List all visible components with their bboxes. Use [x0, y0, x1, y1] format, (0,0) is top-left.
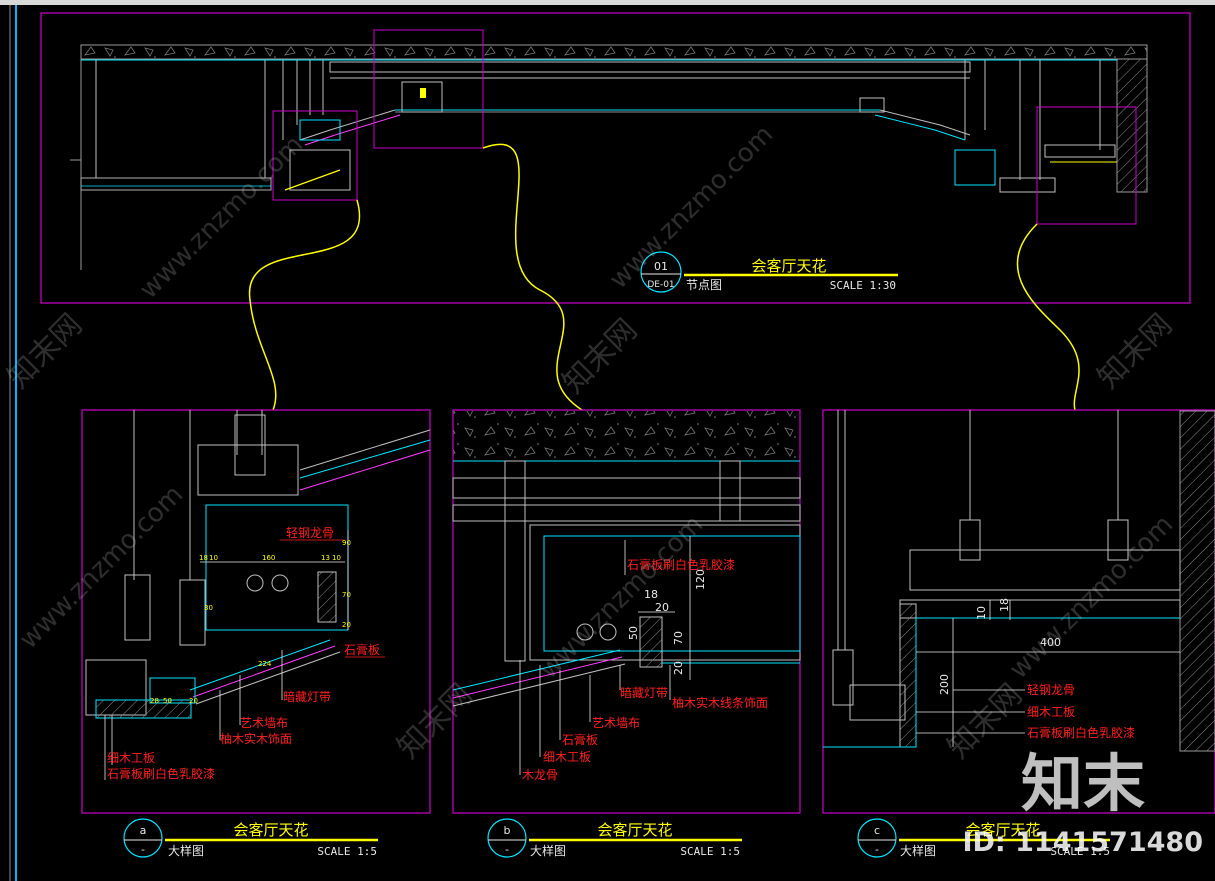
- detail-b-title: 会客厅天花: [597, 821, 672, 839]
- detail-c-circle-letter: c: [874, 824, 880, 837]
- main-scale: SCALE 1:30: [830, 279, 896, 292]
- detail-b-subtitle: 大样图: [530, 843, 566, 858]
- detail-a-label-5: 柚木实木饰面: [220, 731, 292, 746]
- detail-b-label-3: 柚木实木线条饰面: [672, 695, 768, 710]
- detail-b-circle-letter: b: [504, 824, 511, 837]
- detail-b-labels: 石膏板刷白色乳胶漆 暗藏灯带 柚木实木线条饰面 艺术墙布 石膏板 细木工板 木龙…: [522, 557, 768, 782]
- central-ceiling-channel: [329, 61, 971, 73]
- main-title: 会客厅天花: [751, 257, 826, 275]
- detail-b-label-5: 石膏板: [562, 732, 598, 747]
- detail-a-drawing: [81, 409, 431, 814]
- main-title-block: 01 DE-01 会客厅天花 节点图 SCALE 1:30: [640, 251, 898, 293]
- detail-a-dim-5: 10: [332, 554, 341, 562]
- detail-b-dim-3: 120: [694, 569, 707, 590]
- main-section-frame: [40, 12, 1191, 304]
- detail-c-title: 会客厅天花: [965, 821, 1040, 839]
- detail-b-label-1: 石膏板刷白色乳胶漆: [627, 557, 735, 572]
- detail-b-dim-4: 50: [627, 626, 640, 640]
- concrete-slab: [80, 44, 1148, 60]
- watermark-id: ID: 1141571480: [962, 827, 1203, 858]
- detail-a-scale: SCALE 1:5: [317, 845, 377, 858]
- detail-a-label-6: 细木工板: [107, 751, 155, 765]
- detail-c-scale: SCALE 1:5: [1050, 845, 1110, 858]
- detail-a-subtitle: 大样图: [168, 843, 204, 858]
- detail-b-dim-6: 20: [672, 661, 685, 675]
- left-flat-ceiling: [80, 177, 272, 191]
- detail-b-scale: SCALE 1:5: [680, 845, 740, 858]
- watermark-repeat-1: www.znzmo.com: [134, 130, 309, 305]
- detail-a-label-1: 轻钢龙骨: [286, 526, 334, 540]
- watermark-repeat-5: www.znzmo.com: [1004, 510, 1179, 685]
- main-subtitle: 节点图: [686, 278, 722, 292]
- watermark-repeat-4: www.znzmo.com: [14, 480, 189, 655]
- detail-b-label-2: 暗藏灯带: [620, 685, 668, 700]
- detail-c-dim-2: 18: [998, 598, 1011, 612]
- watermark-repeat-cn-3: 知末网: [1091, 307, 1179, 395]
- detail-b-dim-5: 70: [672, 631, 685, 645]
- detail-a-label-4: 艺术墙布: [240, 716, 288, 730]
- detail-a-title: 会客厅天花: [233, 821, 308, 839]
- detail-c-label-1: 轻钢龙骨: [1027, 683, 1075, 697]
- detail-a-dim-9: 20: [342, 621, 351, 629]
- detail-c-frame: [822, 409, 1215, 814]
- detail-a-label-7: 石膏板刷白色乳胶漆: [107, 766, 215, 781]
- connector-c: [1016, 223, 1080, 411]
- watermark-repeat-cn-4: 知末网: [391, 677, 479, 765]
- detail-b-dim-1: 18: [644, 588, 658, 601]
- detail-c-dim-4: 200: [938, 674, 951, 695]
- detail-c-subtitle: 大样图: [900, 843, 936, 858]
- detail-a-dim-2: 10: [209, 554, 218, 562]
- main-circle-num: 01: [654, 260, 668, 273]
- detail-c-dim-1: 10: [975, 606, 988, 620]
- detail-b-label-7: 木龙骨: [522, 768, 558, 782]
- detail-a-title-block: a - 会客厅天花 大样图 SCALE 1:5: [123, 818, 378, 858]
- callout-box-c: [1036, 106, 1137, 225]
- detail-b-drawing: [452, 409, 801, 814]
- callout-connectors: [248, 143, 1080, 411]
- connector-a: [248, 199, 361, 411]
- detail-a-dim-3: 160: [262, 554, 275, 562]
- detail-b-label-6: 细木工板: [543, 750, 591, 764]
- detail-a-dim-6: 90: [342, 539, 351, 547]
- main-section-drawing: [40, 12, 1191, 304]
- detail-b-dim-2: 20: [655, 601, 669, 614]
- detail-a-label-3: 暗藏灯带: [283, 689, 331, 704]
- detail-a-dim-13: 224: [258, 660, 272, 668]
- detail-c-label-2: 细木工板: [1027, 705, 1075, 719]
- detail-c-dim-3: 400: [1040, 636, 1061, 649]
- detail-c-labels: 轻钢龙骨 细木工板 石膏板刷白色乳胶漆 10 18 400 200: [938, 598, 1135, 740]
- detail-a-circle-ref: -: [141, 843, 145, 856]
- detail-a-label-2: 石膏板: [344, 642, 380, 657]
- detail-b-title-block: b - 会客厅天花 大样图 SCALE 1:5: [487, 818, 742, 858]
- detail-c-title-block: c - 会客厅天花 大样图 SCALE 1:5: [857, 818, 1110, 858]
- callout-box-b: [373, 29, 484, 149]
- detail-a-labels: 轻钢龙骨 石膏板 暗藏灯带 艺术墙布 柚木实木饰面 细木工板 石膏板刷白色乳胶漆…: [107, 526, 380, 781]
- detail-b-label-4: 艺术墙布: [592, 716, 640, 730]
- detail-a-dim-10: 20: [189, 697, 198, 705]
- watermark-repeat-cn-2: 知末网: [556, 312, 644, 400]
- detail-c-drawing: [822, 409, 1215, 814]
- detail-a-dim-7: 30: [204, 604, 213, 612]
- watermark-logo: 知末: [1021, 747, 1145, 820]
- detail-a-circle-letter: a: [140, 824, 147, 837]
- detail-c-label-3: 石膏板刷白色乳胶漆: [1027, 725, 1135, 740]
- watermark-repeat-cn-1: 知末网: [1, 307, 89, 395]
- callout-box-a: [272, 110, 358, 201]
- watermark-repeat-cn-5: 知末网: [941, 677, 1029, 765]
- detail-a-dim-1: 18: [199, 554, 208, 562]
- connector-b: [482, 143, 583, 411]
- detail-a-frame: [81, 409, 431, 814]
- right-wall: [1116, 58, 1148, 193]
- title-circle: [640, 251, 682, 293]
- detail-a-dim-8: 70: [342, 591, 351, 599]
- detail-a-dim-4: 13: [321, 554, 330, 562]
- detail-b-circle-ref: -: [505, 843, 509, 856]
- detail-a-dim-12: 28: [150, 697, 159, 705]
- window-top-strip: [0, 0, 1215, 5]
- main-circle-ref: DE-01: [647, 280, 674, 290]
- detail-a-dim-11: 50: [163, 697, 172, 705]
- detail-c-circle-ref: -: [875, 843, 879, 856]
